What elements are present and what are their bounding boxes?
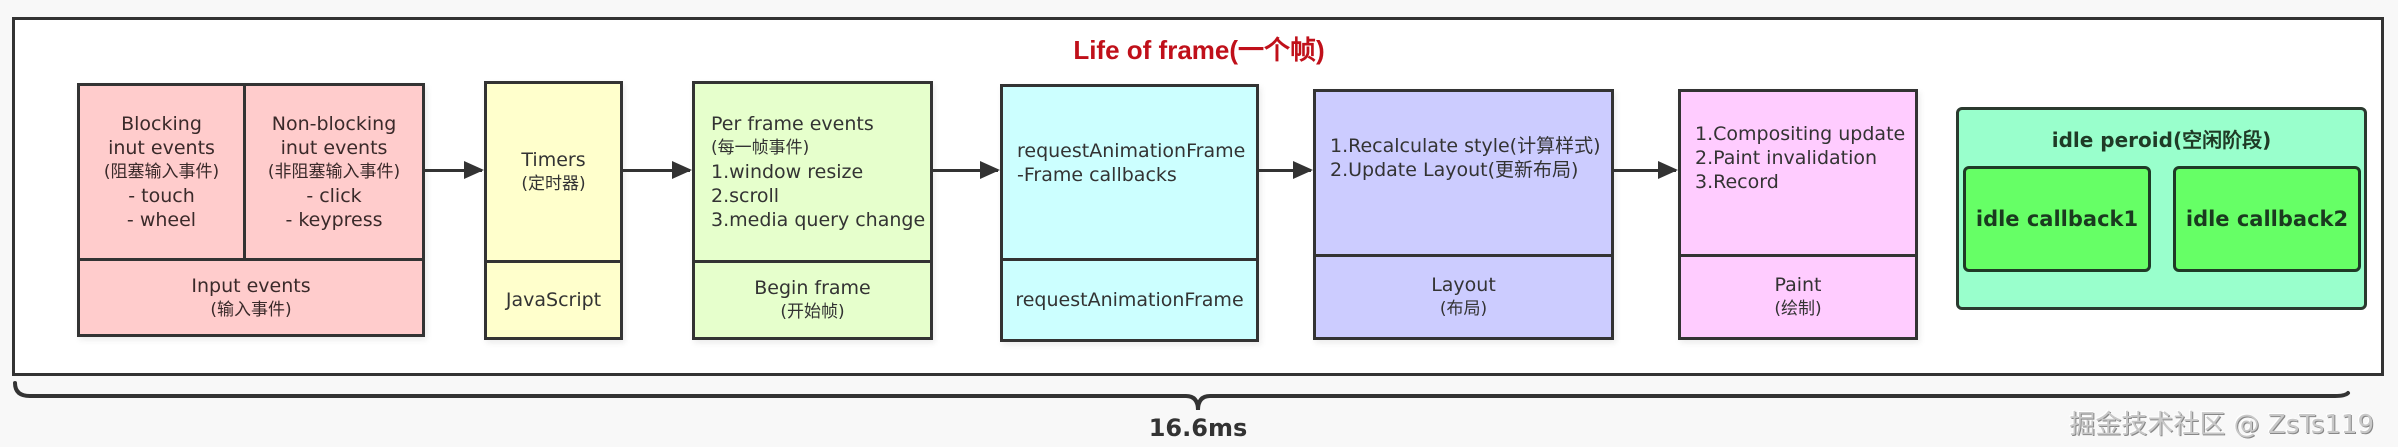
paint-line: 1.Compositing update: [1695, 123, 1906, 145]
non-blocking-line: Non-blocking: [271, 113, 397, 135]
footer-line: requestAnimationFrame: [1015, 289, 1244, 311]
per-frame-line: 1.window resize: [711, 161, 864, 183]
raf-box: requestAnimationFrame -Frame callbacks r…: [1000, 84, 1259, 342]
watermark: 掘金技术社区 @ ZsTs119: [2069, 410, 2374, 440]
paint-box: 1.Compositing update 2.Paint invalidatio…: [1678, 89, 1918, 340]
blocking-line: - touch: [128, 185, 195, 207]
timers-line: (定时器): [521, 174, 586, 194]
footer-line: Layout: [1431, 274, 1496, 296]
arrow-icon: [425, 161, 484, 179]
layout-box: 1.Recalculate style(计算样式) 2.Update Layou…: [1313, 89, 1614, 340]
paint-footer: Paint (绘制): [1681, 254, 1915, 337]
idle-callback-1: idle callback1: [1963, 166, 2151, 272]
footer-line: Begin frame: [754, 277, 871, 299]
begin-frame-footer: Begin frame (开始帧): [695, 260, 930, 337]
idle-callback-2: idle callback2: [2173, 166, 2361, 272]
footer-line: Paint: [1774, 274, 1822, 296]
per-frame-line: 3.media query change: [711, 209, 926, 231]
footer-line: (布局): [1439, 299, 1488, 319]
non-blocking-line: (非阻塞输入事件): [267, 162, 401, 182]
non-blocking-input-cell: Non-blocking inut events (非阻塞输入事件) - cli…: [246, 86, 422, 258]
footer-line: (输入事件): [210, 299, 292, 320]
layout-line: 1.Recalculate style(计算样式): [1330, 135, 1601, 157]
blocking-line: (阻塞输入事件): [103, 162, 220, 182]
timers-line: Timers: [521, 149, 586, 171]
arrow-icon: [1614, 161, 1678, 179]
non-blocking-line: - keypress: [285, 209, 383, 231]
blocking-line: inut events: [108, 137, 215, 159]
layout-steps-cell: 1.Recalculate style(计算样式) 2.Update Layou…: [1316, 92, 1611, 254]
footer-line: JavaScript: [505, 289, 602, 311]
blocking-input-cell: Blocking inut events (阻塞输入事件) - touch - …: [80, 86, 246, 258]
idle-period-title: idle peroid(空闲阶段): [2051, 128, 2272, 152]
non-blocking-line: - click: [306, 185, 362, 207]
raf-line: requestAnimationFrame: [1017, 139, 1246, 162]
layout-line: 2.Update Layout(更新布局): [1330, 159, 1579, 181]
frame-duration-label: 16.6ms: [1148, 414, 1248, 442]
non-blocking-line: inut events: [280, 137, 388, 159]
timers-cell: Timers (定时器): [487, 84, 620, 260]
raf-line: -Frame callbacks: [1017, 163, 1177, 186]
per-frame-line: 2.scroll: [711, 185, 780, 207]
paint-line: 3.Record: [1695, 171, 1779, 193]
layout-footer: Layout (布局): [1316, 254, 1611, 337]
blocking-line: - wheel: [126, 209, 197, 231]
brace-icon: [13, 381, 2350, 411]
footer-line: (绘制): [1774, 299, 1822, 319]
input-events-box: Blocking inut events (阻塞输入事件) - touch - …: [77, 83, 425, 337]
arrow-icon: [1259, 161, 1313, 179]
paint-line: 2.Paint invalidation: [1695, 147, 1878, 169]
per-frame-line: (每一帧事件): [711, 138, 810, 158]
diagram-title: Life of frame(一个帧): [0, 30, 2398, 67]
arrow-icon: [933, 161, 1000, 179]
input-events-footer: Input events (输入事件): [80, 258, 422, 334]
begin-frame-box: Per frame events (每一帧事件) 1.window resize…: [692, 81, 933, 340]
per-frame-line: Per frame events: [711, 113, 874, 135]
raf-footer: requestAnimationFrame: [1003, 258, 1256, 339]
paint-steps-cell: 1.Compositing update 2.Paint invalidatio…: [1681, 92, 1915, 254]
raf-callbacks-cell: requestAnimationFrame -Frame callbacks: [1003, 87, 1256, 258]
javascript-box: Timers (定时器) JavaScript: [484, 81, 623, 340]
blocking-line: Blocking: [121, 113, 202, 135]
per-frame-events-cell: Per frame events (每一帧事件) 1.window resize…: [695, 84, 930, 260]
arrow-icon: [623, 161, 692, 179]
footer-line: Input events: [191, 274, 311, 297]
javascript-footer: JavaScript: [487, 260, 620, 337]
footer-line: (开始帧): [780, 302, 845, 322]
title-text: Life of frame(一个帧): [1073, 35, 1325, 65]
idle-period-box: idle peroid(空闲阶段) idle callback1 idle ca…: [1956, 107, 2367, 310]
